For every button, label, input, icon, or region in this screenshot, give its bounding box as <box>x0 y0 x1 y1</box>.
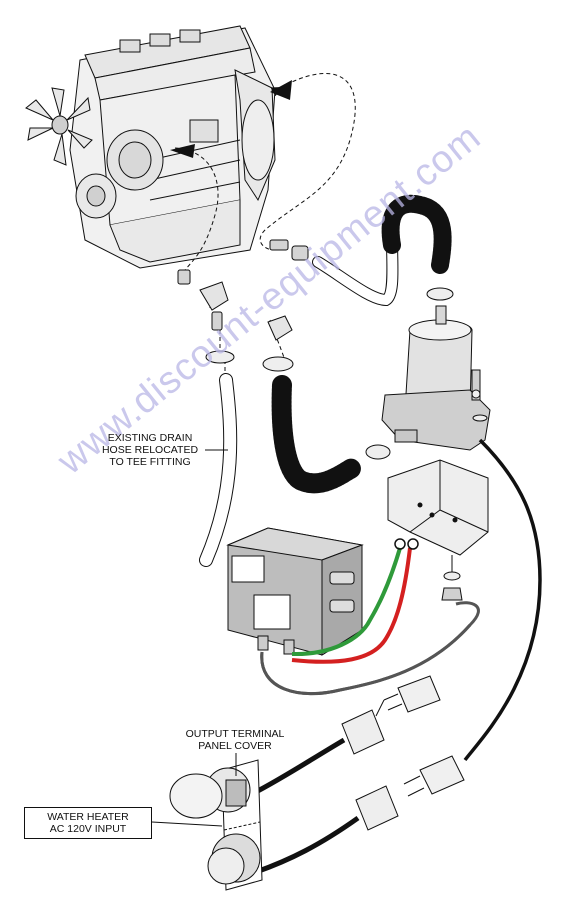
cord-to-panel-upper <box>248 737 346 798</box>
drain-label-line-1: EXISTING DRAIN <box>107 432 193 444</box>
output-label-line-2: PANEL COVER <box>198 740 272 752</box>
drain-label-line-2: HOSE RELOCATED <box>101 444 199 456</box>
heater-cord <box>463 438 542 762</box>
plug-male-upper <box>383 675 441 713</box>
socket-lower <box>355 785 399 831</box>
corrugated-hose-upper <box>381 194 452 274</box>
fan <box>25 87 93 166</box>
drain-label-line-3: TO TEE FITTING <box>109 456 191 468</box>
heater-label-line-2: AC 120V INPUT <box>49 823 127 835</box>
fittings <box>177 239 454 460</box>
output-panel-label: OUTPUT TERMINAL PANEL COVER <box>172 728 298 752</box>
corrugated-hose-lower <box>271 375 362 494</box>
red-wire <box>291 547 412 664</box>
green-wire <box>291 547 402 657</box>
water-heater <box>381 305 491 451</box>
flow-arrow-lower <box>170 144 195 158</box>
ring-terminal-1 <box>394 538 406 550</box>
control-box <box>226 527 364 656</box>
socket-upper <box>341 709 385 755</box>
output-terminal-panel <box>169 759 263 891</box>
engine <box>69 25 276 269</box>
water-heater-input-label: WATER HEATER AC 120V INPUT <box>24 807 152 839</box>
drain-hose-label: EXISTING DRAIN HOSE RELOCATED TO TEE FIT… <box>80 432 220 468</box>
output-label-line-1: OUTPUT TERMINAL <box>185 728 285 740</box>
heater-label-line-1: WATER HEATER <box>47 811 129 823</box>
cord-to-panel-lower <box>255 815 360 875</box>
mounting-bracket <box>387 459 489 601</box>
ring-terminal-2 <box>407 538 419 550</box>
flow-arrow-upper <box>270 80 292 100</box>
plug-male-lower <box>403 755 465 797</box>
leader-heater <box>151 821 223 827</box>
